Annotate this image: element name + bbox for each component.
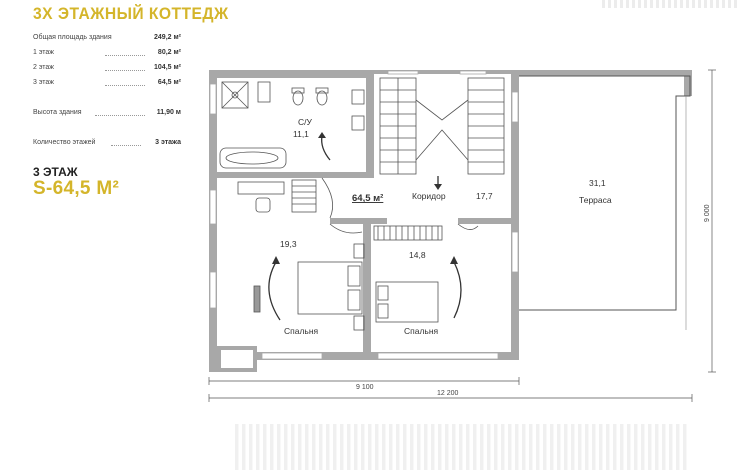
stat-label: 1 этаж <box>33 49 54 56</box>
stat-value: 64,5 м² <box>157 79 181 86</box>
room-bedroom-right-name: Спальня <box>404 326 439 336</box>
stairs <box>379 77 505 175</box>
leader-dots <box>95 115 145 116</box>
stat-row: Количество этажей 3 этажа <box>33 139 181 149</box>
stat-label: 2 этаж <box>33 64 54 71</box>
page-title: 3Х ЭТАЖНЫЙ КОТТЕДЖ <box>33 4 229 23</box>
dimension-depth: 9 000 <box>704 204 711 222</box>
decorative-stripes-top <box>602 0 737 8</box>
room-bathroom-name: С/У <box>298 117 313 127</box>
stat-value: 11,90 м <box>156 109 181 116</box>
stat-value: 104,5 м² <box>154 64 181 71</box>
stat-label: Высота здания <box>33 109 82 116</box>
bathroom-fixtures <box>219 81 365 169</box>
room-bathroom-area: 11,1 <box>293 129 309 139</box>
stat-value: 249,2 м² <box>154 34 181 41</box>
room-bedroom-left-name: Спальня <box>284 326 319 336</box>
leader-dots <box>111 145 141 146</box>
stat-row: 2 этаж 104,5 м² <box>33 64 181 74</box>
room-bedroom-right-area: 14,8 <box>409 250 426 260</box>
dimension-width-total: 12 200 <box>437 390 459 397</box>
dimension-width-inner: 9 100 <box>356 384 374 391</box>
stat-row: 1 этаж 80,2 м² <box>33 49 181 59</box>
balcony-inset <box>221 350 253 368</box>
walls <box>209 70 692 372</box>
stat-label: Общая площадь здания <box>33 34 112 41</box>
stat-label: Количество этажей <box>33 139 96 146</box>
stat-value: 80,2 м² <box>157 49 181 56</box>
room-corridor-name: Коридор <box>412 191 446 201</box>
room-corridor-area: 17,7 <box>476 191 493 201</box>
floor-area: S-64,5 М² <box>33 178 120 199</box>
terrace-outline <box>519 75 691 311</box>
bedroom-left-arrow <box>268 261 281 321</box>
leader-dots <box>105 85 145 86</box>
room-terrace-area: 31,1 <box>589 178 606 188</box>
plan-total-area: 64,5 м² <box>352 193 383 204</box>
room-bedroom-left-area: 19,3 <box>280 239 297 249</box>
stat-row: 3 этаж 64,5 м² <box>33 79 181 89</box>
furniture <box>237 177 479 331</box>
dimension-lines <box>208 69 716 402</box>
leader-dots <box>105 55 145 56</box>
stat-label: 3 этаж <box>33 79 54 86</box>
decorative-stripes-bottom <box>235 424 690 470</box>
stat-row: Высота здания 11,90 м <box>33 109 181 119</box>
stat-value: 3 этажа <box>155 139 181 146</box>
windows <box>209 70 519 360</box>
stat-row: Общая площадь здания 249,2 м² <box>33 34 181 44</box>
bathroom-door-arrow <box>321 135 331 161</box>
floor-label: 3 ЭТАЖ <box>33 165 78 179</box>
bedroom-right-arrow <box>453 261 462 319</box>
leader-dots <box>105 70 145 71</box>
room-terrace-name: Терраса <box>579 195 612 205</box>
